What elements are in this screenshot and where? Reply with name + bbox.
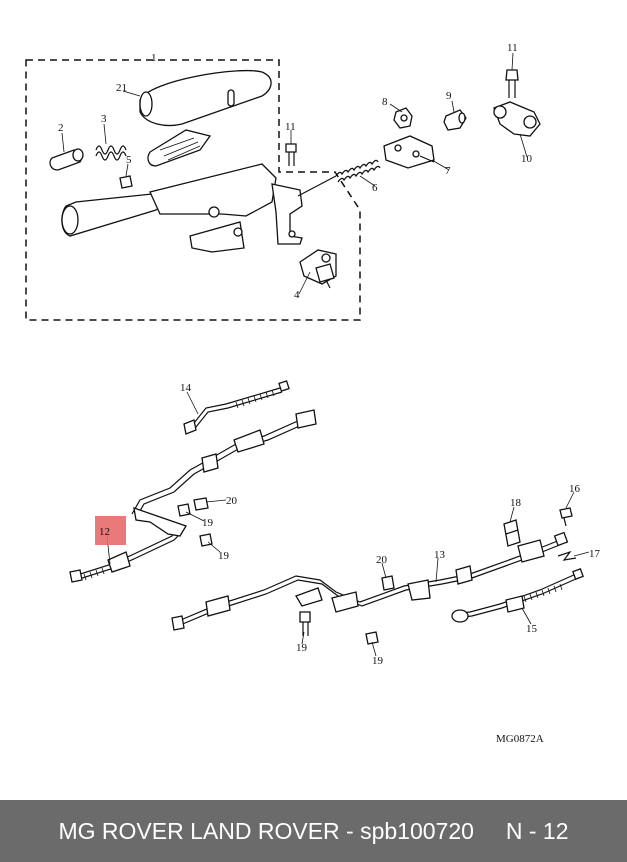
callout-19-c: 19 bbox=[296, 642, 308, 654]
callout-15: 15 bbox=[526, 623, 538, 635]
cable-clamp-part bbox=[493, 101, 541, 137]
callout-4: 4 bbox=[294, 289, 300, 301]
callout-18: 18 bbox=[510, 497, 522, 509]
nut-part bbox=[443, 109, 467, 131]
callout-11-right: 11 bbox=[507, 42, 518, 54]
diagram-reference: MG0872A bbox=[496, 733, 544, 745]
footer-spacer bbox=[474, 818, 506, 845]
callout-21: 21 bbox=[116, 82, 127, 94]
callout-19-d: 19 bbox=[372, 655, 384, 667]
footer-title: MG ROVER LAND ROVER - spb100720 bbox=[58, 817, 474, 844]
footer-page: N - 12 bbox=[505, 817, 569, 844]
handbrake-lever-part bbox=[61, 163, 303, 253]
callout-20-right: 20 bbox=[376, 554, 388, 566]
bolt-20-part bbox=[193, 497, 395, 591]
bolt-part bbox=[285, 143, 297, 166]
callout-5: 5 bbox=[126, 154, 132, 166]
cable-13-part bbox=[171, 531, 569, 631]
callout-6: 6 bbox=[372, 182, 378, 194]
pin-16-part bbox=[559, 507, 573, 527]
callout-3: 3 bbox=[101, 113, 107, 125]
cable-12-part bbox=[69, 409, 317, 583]
callout-1: 1 bbox=[151, 52, 157, 64]
callout-14: 14 bbox=[180, 382, 192, 394]
callout-8: 8 bbox=[382, 96, 388, 108]
callout-7: 7 bbox=[445, 165, 451, 177]
pin-part bbox=[49, 148, 84, 171]
callout-11-upper: 11 bbox=[285, 121, 296, 133]
callout-19-a: 19 bbox=[202, 517, 214, 529]
retainer-17-part bbox=[557, 550, 577, 561]
lever-assembly-outline bbox=[25, 59, 361, 321]
highlight-box bbox=[95, 516, 126, 545]
callout-16: 16 bbox=[569, 483, 581, 495]
switch-bracket-part bbox=[299, 249, 337, 289]
footer-bar: MG ROVER LAND ROVER - spb100720 N - 12 bbox=[0, 800, 627, 862]
parts-diagram: 1 21 2 3 5 11 6 4 7 8 9 10 11 14 12 20 1… bbox=[25, 42, 601, 745]
callouts: 1 21 2 3 5 11 6 4 7 8 9 10 11 14 12 20 1… bbox=[58, 42, 601, 667]
callout-17: 17 bbox=[589, 548, 601, 560]
callout-2: 2 bbox=[58, 122, 64, 134]
sleeve-part bbox=[393, 107, 413, 129]
screw-part bbox=[119, 175, 133, 189]
callout-10: 10 bbox=[521, 153, 533, 165]
connector-block-part bbox=[383, 135, 435, 169]
cable-15-part bbox=[451, 568, 584, 623]
callout-12: 12 bbox=[99, 526, 110, 538]
callout-19-b: 19 bbox=[218, 550, 230, 562]
callout-13: 13 bbox=[434, 549, 446, 561]
cable-14-part bbox=[183, 380, 290, 435]
spring-part bbox=[95, 145, 127, 161]
lever-grip-part bbox=[139, 69, 272, 167]
callout-20-left: 20 bbox=[226, 495, 238, 507]
threaded-rod-part bbox=[297, 159, 381, 197]
clamp-bolt-part bbox=[505, 69, 519, 98]
clip-18-part bbox=[503, 519, 521, 547]
callout-9: 9 bbox=[446, 90, 452, 102]
leader-lines bbox=[61, 52, 590, 657]
